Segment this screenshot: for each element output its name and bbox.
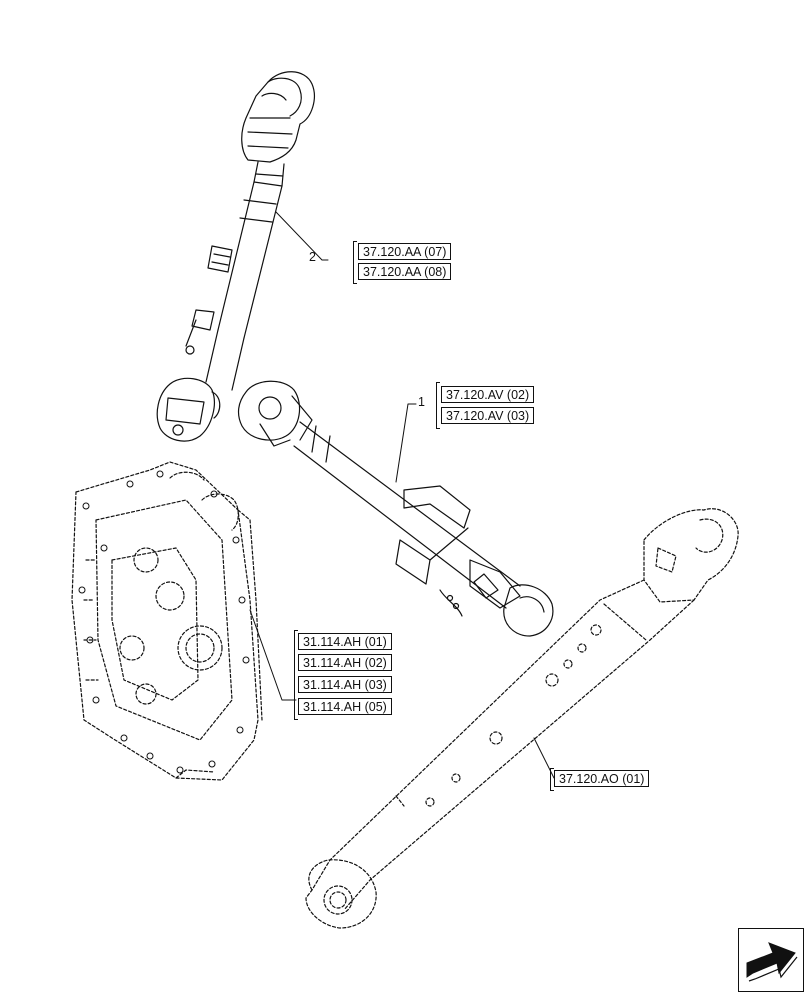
next-page-arrow-icon — [746, 942, 798, 982]
callout-item-1: 1 — [418, 395, 425, 409]
ref-link-31-114-ah-01[interactable]: 31.114.AH (01) — [298, 633, 392, 650]
ref-link-31-114-ah-03[interactable]: 31.114.AH (03) — [298, 676, 392, 693]
ref-link-37-120-av-02[interactable]: 37.120.AV (02) — [441, 386, 535, 403]
upper-top-link-drawing — [156, 71, 315, 442]
leader-lines — [249, 211, 555, 779]
housing-bolts — [78, 470, 250, 774]
next-page-button[interactable] — [738, 928, 804, 992]
ref-link-31-114-ah-02[interactable]: 31.114.AH (02) — [298, 654, 392, 671]
ref-link-37-120-aa-08[interactable]: 37.120.AA (08) — [358, 263, 452, 280]
lower-arm-drawing — [305, 508, 739, 929]
ref-link-37-120-aa-07[interactable]: 37.120.AA (07) — [358, 243, 452, 260]
callout-item-2: 2 — [309, 250, 316, 264]
housing-drawing — [71, 461, 263, 781]
ref-link-37-120-av-03[interactable]: 37.120.AV (03) — [441, 407, 535, 424]
ref-link-37-120-ao-01[interactable]: 37.120.AO (01) — [554, 770, 650, 787]
ref-bracket-arm — [550, 768, 554, 791]
ref-bracket-item-1 — [436, 382, 440, 429]
ref-link-31-114-ah-05[interactable]: 31.114.AH (05) — [298, 698, 392, 715]
ref-bracket-item-2 — [353, 241, 357, 284]
lower-top-link-drawing — [237, 380, 554, 637]
ref-bracket-housing — [294, 630, 298, 720]
